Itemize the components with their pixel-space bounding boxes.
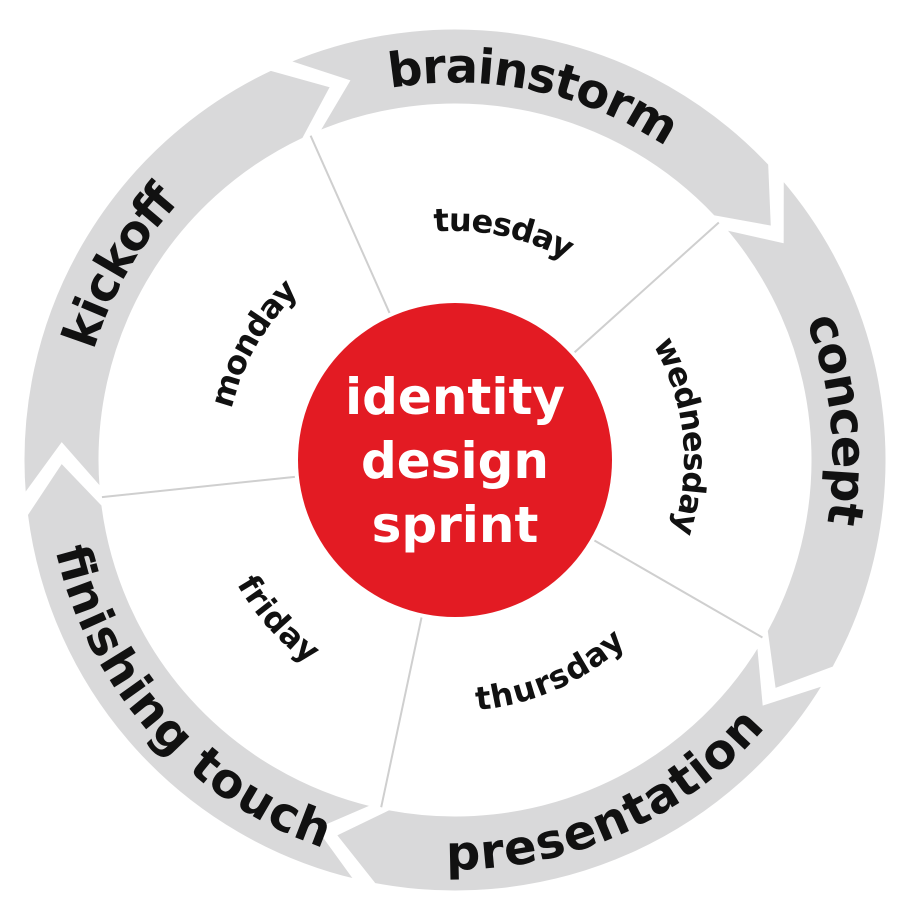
day-divider [593, 539, 763, 639]
day-divider [573, 221, 720, 354]
day-label-friday: friday [230, 568, 328, 670]
day-label-tuesday: tuesday [433, 201, 581, 267]
phase-arrow-wednesday [719, 173, 889, 692]
center-line-1: identity [345, 368, 565, 426]
day-label-monday: monday [202, 271, 304, 412]
day-dividers [101, 135, 763, 808]
center-circle [298, 303, 612, 617]
day-label-thursday: thursday [473, 621, 631, 718]
phase-arrow-friday [24, 459, 379, 883]
day-divider [101, 475, 295, 499]
phase-arrow-tuesday [283, 26, 774, 230]
phase-arrow-thursday [332, 639, 828, 894]
phase-arrow-monday [21, 67, 334, 500]
phase-ring [21, 26, 889, 894]
day-label-wednesday: wednesday [646, 331, 714, 540]
center-hub: identity design sprint [298, 303, 612, 617]
day-divider [309, 135, 391, 314]
center-line-2: design [361, 432, 549, 490]
day-divider [380, 617, 423, 808]
center-line-3: sprint [372, 496, 539, 554]
